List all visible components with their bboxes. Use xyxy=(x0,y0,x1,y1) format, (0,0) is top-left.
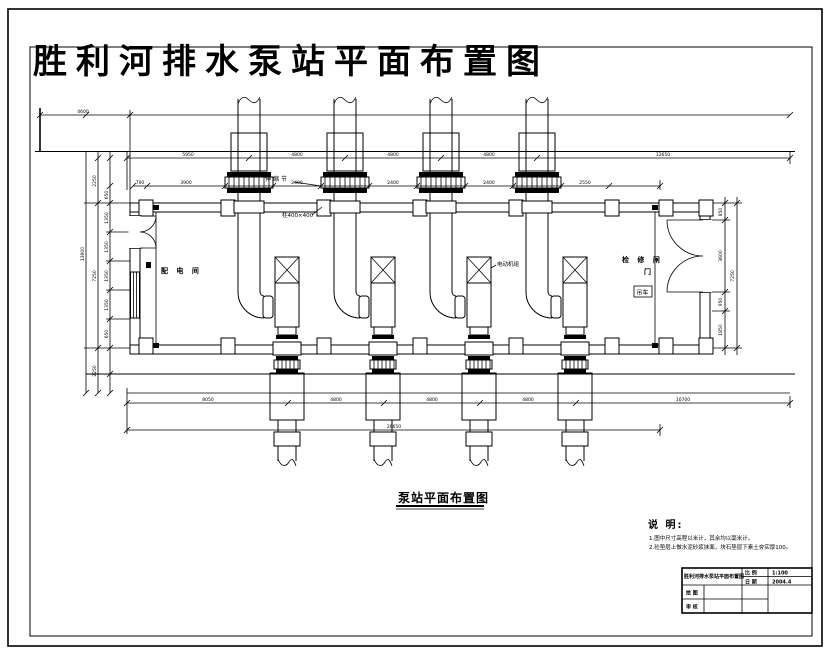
drawn-by-label: 绘 图 xyxy=(686,590,698,597)
column-label: 柱400×400 xyxy=(282,211,314,219)
dim-text: 4800 xyxy=(426,397,438,403)
dim-text: 12650 xyxy=(656,152,670,158)
note-item-2: 2.砼垫层上做水泥砂浆抹面，块石垫层下素土夯实厚100。 xyxy=(649,543,791,551)
motor-label: 电动机组 xyxy=(497,260,520,268)
leader-line xyxy=(490,264,497,269)
dim-text: 3900 xyxy=(180,180,192,186)
dim-text: 650 xyxy=(104,191,110,200)
dim-text: 8050 xyxy=(202,397,214,403)
dimension-texts: 4600 5950 4800 4800 4800 12650 700 3900 … xyxy=(77,109,736,430)
dim-text: 5950 xyxy=(182,152,194,158)
date-label: 日 期 xyxy=(745,579,757,586)
tick-marks xyxy=(36,111,794,119)
dim-text: 850 xyxy=(718,208,724,217)
dim-text: 1350 xyxy=(104,299,110,311)
dim-text: 2250 xyxy=(92,365,98,377)
equipment-door xyxy=(666,219,712,293)
right-room-label-line1: 检 修 闸 xyxy=(622,255,663,264)
dim-text: 4800 xyxy=(291,152,303,158)
window xyxy=(130,271,140,319)
inner-border xyxy=(29,46,813,637)
pump-bay-4 xyxy=(512,96,593,467)
date-value: 2004.4 xyxy=(772,580,792,586)
leader-line xyxy=(293,181,322,187)
note-item-1: 1.图中尺寸高程以米计，其余均以毫米计。 xyxy=(649,534,753,542)
dim-text: 4800 xyxy=(483,152,495,158)
dim-text: 4600 xyxy=(77,109,89,115)
crane-tag-box xyxy=(633,285,653,298)
dim-text: 4800 xyxy=(522,397,534,403)
outer-border xyxy=(7,8,823,647)
dimension-lines xyxy=(36,111,794,436)
partition-lines xyxy=(155,212,656,345)
dim-text: 2250 xyxy=(92,175,98,187)
dim-text: 2400 xyxy=(387,180,399,186)
dim-text: 2400 xyxy=(291,180,303,186)
dim-text: 4800 xyxy=(387,152,399,158)
labels: 配 电 间 检 修 闸 门 吊车 伸缩节 柱400×400 电动机组 xyxy=(161,175,663,298)
dim-text: 650 xyxy=(104,330,110,339)
expansion-joint-label: 伸缩节 xyxy=(265,175,289,183)
leader-line xyxy=(311,206,323,216)
title-block-frame xyxy=(681,567,813,614)
pump-house xyxy=(128,199,714,355)
notes-heading: 说 明: xyxy=(648,518,683,531)
title-block: 胜利河排水泵站平面布置图 比 例 1:100 日 期 2004.4 绘 图 审 … xyxy=(681,567,813,614)
site-lines xyxy=(35,108,795,375)
pump-bays xyxy=(224,96,593,467)
dim-text: 1350 xyxy=(104,241,110,253)
dim-text: 2400 xyxy=(483,180,495,186)
dim-text: 2550 xyxy=(579,180,591,186)
dim-text: 1350 xyxy=(104,270,110,282)
left-door xyxy=(128,215,157,249)
dim-text: 3600 xyxy=(718,250,724,262)
sheet-frame xyxy=(7,8,823,647)
dim-text: 7250 xyxy=(730,270,736,282)
dim-text: 13900 xyxy=(80,247,86,261)
scale-value: 1:100 xyxy=(772,571,788,577)
title-block-drawing-title: 胜利河排水泵站平面布置图 xyxy=(683,573,744,580)
main-title: 胜利河排水泵站平面布置图 xyxy=(33,42,549,82)
dim-text: 1850 xyxy=(718,324,724,336)
checked-by-label: 审 核 xyxy=(686,604,698,611)
figure-caption: 泵站平面布置图 xyxy=(396,490,489,510)
right-room-label-line2: 门 xyxy=(644,267,654,276)
dim-text: 4800 xyxy=(330,397,342,403)
scale-label: 比 例 xyxy=(745,570,757,577)
dim-text: 26650 xyxy=(387,424,401,430)
crane-tag-label: 吊车 xyxy=(637,289,649,297)
dim-text: 950 xyxy=(718,298,724,307)
dim-text: 7250 xyxy=(92,270,98,282)
dim-text: 700 xyxy=(136,180,145,186)
dim-text: 1350 xyxy=(104,212,110,224)
left-room-label: 配 电 间 xyxy=(161,266,202,275)
dim-text: 10700 xyxy=(676,397,690,403)
notes-block: 说 明: 1.图中尺寸高程以米计，其余均以毫米计。 2.砼垫层上做水泥砂浆抹面，… xyxy=(648,518,791,551)
caption-text: 泵站平面布置图 xyxy=(398,490,489,505)
